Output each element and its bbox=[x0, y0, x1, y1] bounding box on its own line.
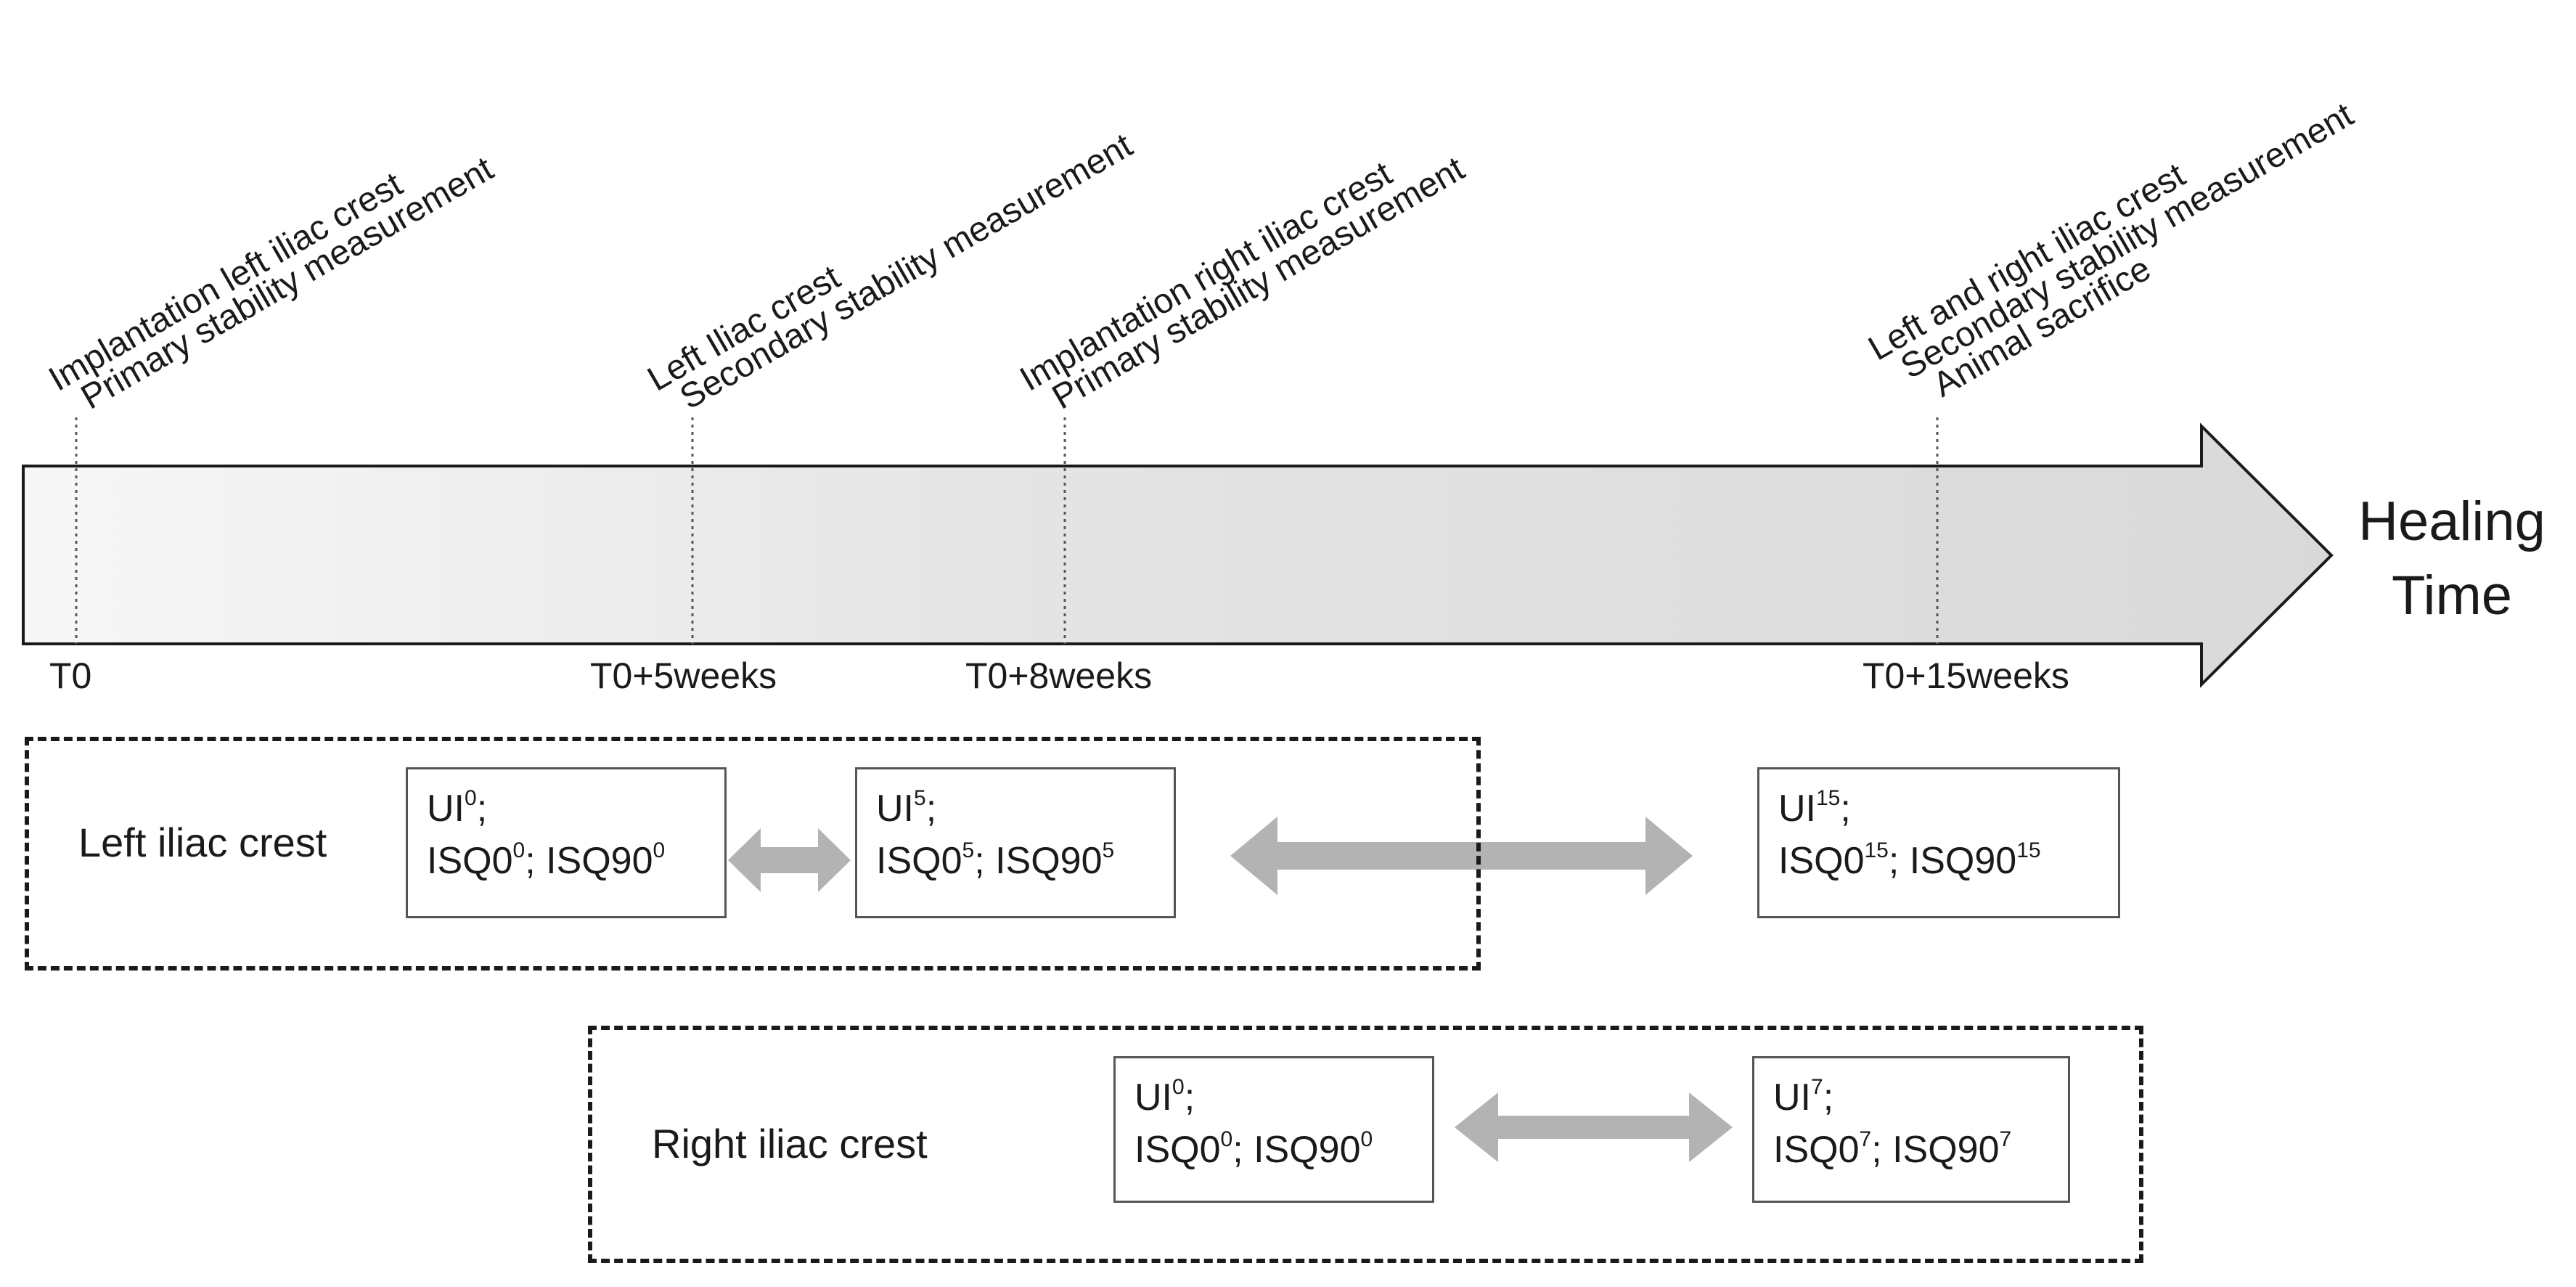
tick-label-t0: T0 bbox=[49, 655, 92, 696]
isq90-sup: 7 bbox=[1999, 1127, 2012, 1151]
ui-label: UI bbox=[1134, 1076, 1172, 1119]
ui-sup: 0 bbox=[465, 786, 477, 810]
ui-sup: 15 bbox=[1816, 786, 1841, 810]
isq90-sup: 0 bbox=[653, 838, 666, 862]
isq90-sup: 15 bbox=[2016, 838, 2041, 862]
isq0-label: ISQ0 bbox=[876, 840, 962, 882]
isq0-sup: 0 bbox=[1220, 1127, 1233, 1151]
axis-label-line: Healing bbox=[2358, 491, 2546, 552]
left-iliac-crest-group bbox=[25, 737, 1481, 971]
isq0-sup: 15 bbox=[1864, 838, 1889, 862]
isq0-label: ISQ0 bbox=[1134, 1129, 1221, 1171]
ui-label: UI bbox=[1773, 1076, 1811, 1119]
isq90-label: ISQ90 bbox=[995, 840, 1103, 882]
isq90-sup: 5 bbox=[1102, 838, 1115, 862]
group-label-left: Left iliac crest bbox=[78, 820, 327, 865]
isq90-label: ISQ90 bbox=[1909, 840, 2017, 882]
ui-sup: 7 bbox=[1811, 1075, 1823, 1099]
ui-sup: 5 bbox=[914, 786, 926, 810]
double-arrow-left-1 bbox=[728, 828, 851, 892]
tick-label-t15: T0+15weeks bbox=[1863, 655, 2069, 696]
double-arrow-left-2 bbox=[1230, 817, 1693, 895]
ui-label: UI bbox=[876, 788, 914, 830]
isq0-sup: 0 bbox=[512, 838, 526, 862]
measurement-box-left-t15: UI15; ISQ015; ISQ9015 bbox=[1757, 767, 2120, 918]
double-arrow-right-1 bbox=[1455, 1092, 1733, 1162]
isq0-sup: 5 bbox=[962, 838, 975, 862]
measurement-box-right-t0: UI0; ISQ00; ISQ900 bbox=[1113, 1056, 1434, 1203]
ui-label: UI bbox=[427, 788, 465, 830]
isq90-label: ISQ90 bbox=[546, 840, 653, 882]
healing-time-label: Healing Time bbox=[2343, 485, 2561, 633]
ui-sup: 0 bbox=[1172, 1075, 1185, 1099]
right-iliac-crest-group bbox=[588, 1026, 2143, 1263]
measurement-box-left-t0: UI0; ISQ00; ISQ900 bbox=[406, 767, 727, 918]
isq0-sup: 7 bbox=[1859, 1127, 1872, 1151]
axis-label-line: Time bbox=[2391, 565, 2513, 626]
tick-label-t8: T0+8weeks bbox=[965, 655, 1153, 696]
isq0-label: ISQ0 bbox=[427, 840, 513, 882]
isq90-label: ISQ90 bbox=[1254, 1129, 1361, 1171]
measurement-box-right-t7: UI7; ISQ07; ISQ907 bbox=[1752, 1056, 2070, 1203]
isq90-sup: 0 bbox=[1360, 1127, 1373, 1151]
isq0-label: ISQ0 bbox=[1773, 1129, 1860, 1171]
healing-time-arrow bbox=[22, 422, 2334, 688]
isq0-label: ISQ0 bbox=[1778, 840, 1865, 882]
ui-label: UI bbox=[1778, 788, 1816, 830]
isq90-label: ISQ90 bbox=[1892, 1129, 2000, 1171]
measurement-box-left-t5: UI5; ISQ05; ISQ905 bbox=[855, 767, 1176, 918]
tick-label-t5: T0+5weeks bbox=[590, 655, 777, 696]
group-label-right: Right iliac crest bbox=[652, 1121, 928, 1167]
